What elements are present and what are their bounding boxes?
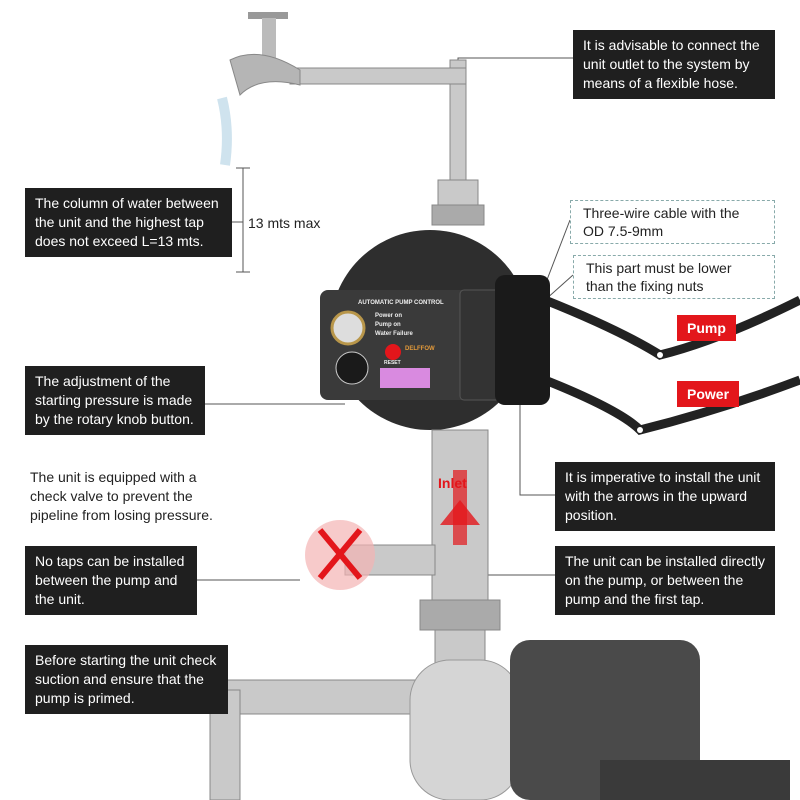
callout-lower-part: This part must be lower than the fixing … bbox=[573, 255, 775, 299]
indicator-power: Power on bbox=[375, 313, 403, 319]
device-title: AUTOMATIC PUMP CONTROL bbox=[358, 300, 444, 306]
callout-install-directly: The unit can be installed directly on th… bbox=[555, 546, 775, 615]
indicator-water-failure: Water Failure bbox=[375, 331, 413, 337]
callout-three-wire: Three-wire cable with the OD 7.5-9mm bbox=[570, 200, 775, 244]
check-valve-note: The unit is equipped with a check valve … bbox=[30, 469, 213, 523]
prohibited-icon bbox=[317, 528, 363, 580]
callout-water-column: The column of water between the unit and… bbox=[25, 188, 232, 257]
pump-tag: Pump bbox=[677, 315, 736, 341]
callout-before-starting: Before starting the unit check suction a… bbox=[25, 645, 228, 714]
reset-label: RESET bbox=[384, 360, 401, 366]
height-label: 13 mts max bbox=[248, 215, 321, 231]
callout-flexible-hose: It is advisable to connect the unit outl… bbox=[573, 30, 775, 99]
tap-icon bbox=[217, 12, 301, 166]
callout-adjustment: The adjustment of the starting pressure … bbox=[25, 366, 205, 435]
inlet-label: Inlet bbox=[438, 475, 467, 491]
indicator-pump: Pump on bbox=[375, 322, 401, 328]
callout-no-taps: No taps can be installed between the pum… bbox=[25, 546, 197, 615]
brand-logo: DELFFOW bbox=[405, 346, 435, 352]
power-tag: Power bbox=[677, 381, 740, 407]
callout-arrows-upward: It is imperative to install the unit wit… bbox=[555, 462, 775, 531]
